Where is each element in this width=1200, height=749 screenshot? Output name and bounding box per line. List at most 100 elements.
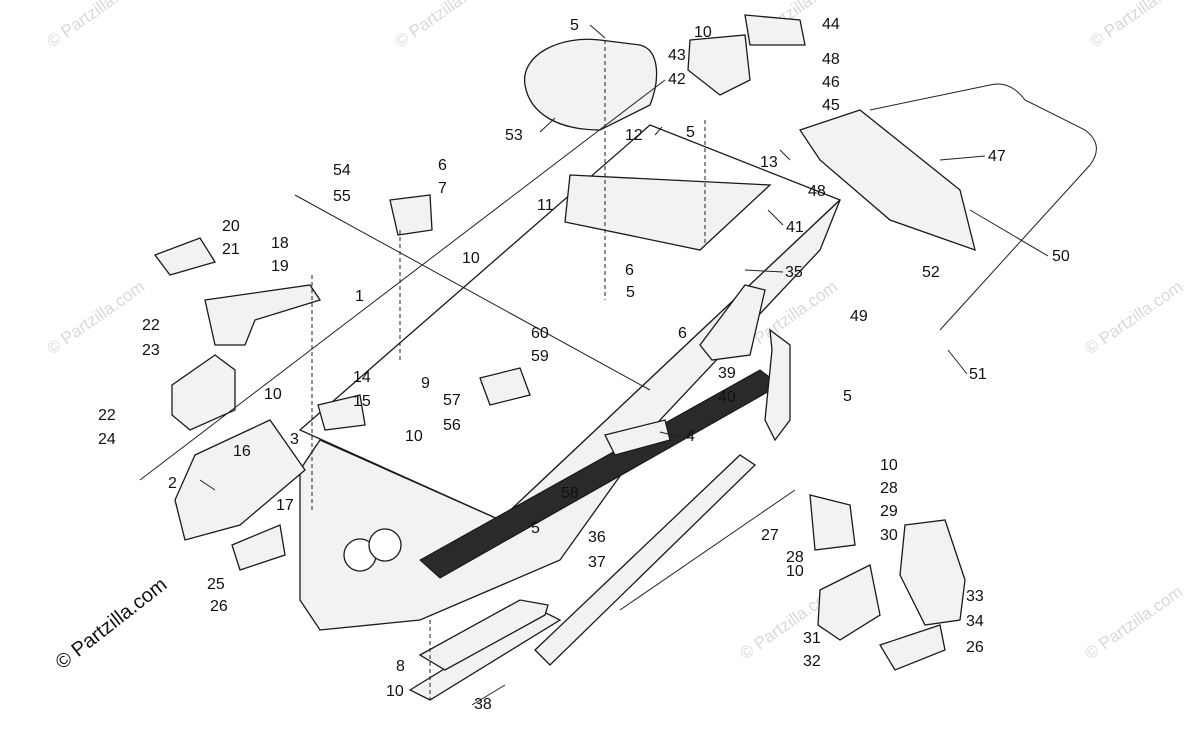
tunnel-outline-line [139,79,666,481]
callout-label: 11 [537,197,554,214]
callout-label: 28 [880,480,898,497]
callout-label: 26 [210,598,228,615]
callout-label: 17 [276,497,294,514]
callout-label: 31 [803,630,821,647]
callout-label: 54 [333,162,351,179]
callout-label: 56 [443,417,461,434]
seat-cushion [524,38,658,131]
callout-label: 36 [588,529,606,546]
leader-line [939,155,986,161]
callout-label: 16 [233,443,251,460]
callout-label: 5 [531,520,540,537]
callout-label: 18 [271,235,289,252]
leader-line [969,209,1049,257]
watermark: © Partzilla.com [391,0,496,51]
rear-bumper [798,83,1097,331]
callout-label: 6 [625,262,634,279]
cover-part [153,237,217,276]
leader-line [779,149,791,161]
snowflap-part [798,109,976,252]
callout-label: 10 [880,457,898,474]
callout-label: 22 [142,317,160,334]
callout-label: 19 [271,258,289,275]
callout-label: 41 [786,219,804,236]
bracket-part [174,419,306,541]
leader-line [654,126,663,136]
callout-labels: 1 2 3 4 5 5 5 5 5 6 6 6 7 8 9 10 10 10 1… [98,16,1070,713]
callout-label: 23 [142,342,160,359]
callout-label: 30 [880,527,898,544]
callout-label: 6 [438,157,447,174]
seat-assembly [524,14,806,131]
cover-part [817,564,881,641]
watermark: © Partzilla.com [1081,277,1186,358]
callout-label: 37 [588,554,606,571]
callout-label: 10 [405,428,423,445]
callout-label: 28 [786,549,804,566]
callout-label: 50 [1052,248,1070,265]
vent-panel-part [899,519,966,626]
slide-rail [408,454,757,701]
callout-label: 10 [386,683,404,700]
callout-label: 25 [207,576,225,593]
callout-label: 14 [353,369,371,386]
leader-line [947,349,968,375]
callout-label: 43 [668,47,686,64]
tunnel-decal [564,174,772,251]
callout-label: 33 [966,588,984,605]
light-housing-part [879,624,946,671]
callout-label: 9 [421,375,430,392]
heat-shield-part [171,354,236,431]
callout-label: 38 [474,696,492,713]
callout-label: 52 [922,264,940,281]
callout-label: 53 [505,127,523,144]
leader-line [767,209,784,226]
callout-label: 57 [443,392,461,409]
callout-label: 2 [168,475,177,492]
handle-insert-part [479,367,531,406]
callout-label: 4 [686,428,695,445]
callout-label: 22 [98,407,116,424]
callout-label: 7 [438,180,447,197]
watermark: © Partzilla.com [1081,582,1186,663]
tunnel-side-panel [299,199,841,631]
bumper-tube [869,83,1097,331]
callout-label: 24 [98,431,116,448]
callout-label: 5 [843,388,852,405]
callout-label: 13 [760,154,778,171]
leader-line [199,479,216,491]
left-parts [153,194,531,571]
callout-label: 3 [290,431,299,448]
callout-label: 20 [222,218,240,235]
callout-label: 26 [966,639,984,656]
callout-label: 39 [718,365,736,382]
side-panel-part [809,494,856,551]
callout-label: 59 [531,348,549,365]
bracket-part [699,284,766,361]
callout-label: 27 [761,527,779,544]
callout-label: 5 [570,17,579,34]
leader-line [589,24,606,39]
tunnel-outline-line [294,194,651,391]
callout-label: 35 [785,264,803,281]
tunnel-outline-line [619,489,796,611]
callout-label: 10 [264,386,282,403]
leader-line [659,431,681,438]
callout-label: 47 [988,148,1006,165]
right-parts [418,284,966,671]
light-housing-part [231,524,286,571]
tunnel-assembly [298,124,842,631]
callout-label: 60 [531,325,549,342]
callout-label: 12 [625,127,643,144]
callout-label: 5 [626,284,635,301]
module-part [317,394,366,431]
seat-latch [744,14,806,46]
running-board-part [418,599,549,671]
callout-label: 40 [718,389,736,406]
callout-label: 21 [222,241,240,258]
leader-line [744,269,784,273]
callout-label: 45 [822,97,840,114]
leader-line [471,684,506,706]
assembly-lines [139,40,796,700]
